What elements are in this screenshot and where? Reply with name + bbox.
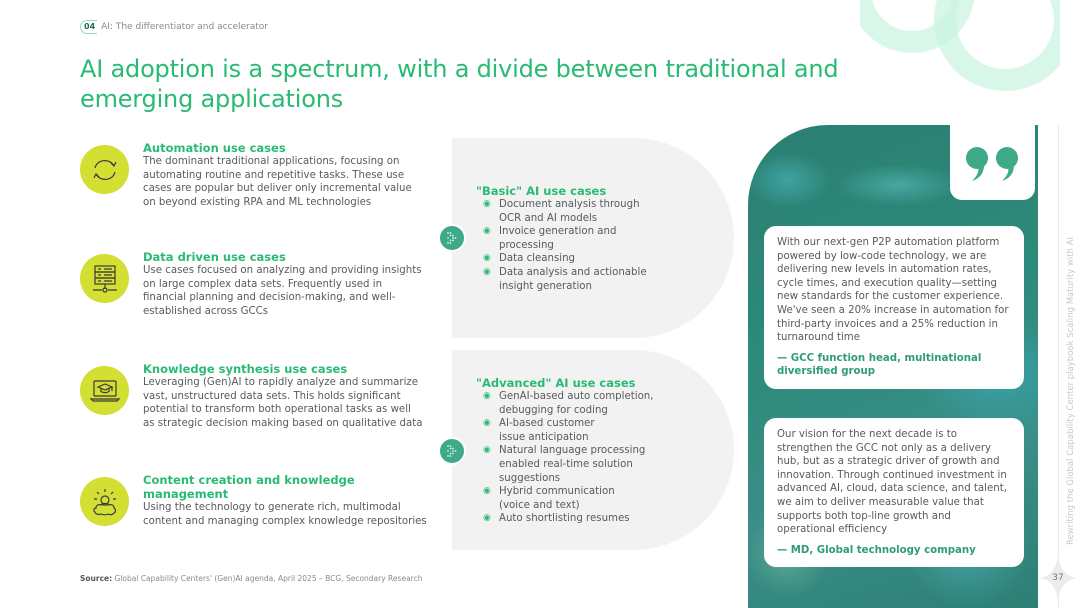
use-case-description: Using the technology to generate rich, m… [143,502,427,527]
list-item: ◉Natural language processing enabled rea… [483,445,646,484]
source-text: Global Capability Centers' (Gen)AI agend… [114,574,423,583]
target-bullet-icon: ◉ [483,226,491,237]
target-bullet-icon: ◉ [483,199,491,209]
panel-title: "Advanced" AI use cases [476,376,636,390]
basic-ai-panel: "Basic" AI use cases ◉Document analysis … [438,138,734,338]
quote-attribution: — GCC function head, multinational diver… [777,352,982,378]
sparkle-icon [1040,555,1076,601]
use-case-data-driven: Data driven use cases Use cases focused … [80,250,425,318]
use-case-title: Knowledge synthesis use cases [143,362,348,376]
target-bullet-icon: ◉ [483,391,491,401]
quote-icon [965,146,1018,181]
quote-text: Our vision for the next decade is to str… [777,429,1007,536]
target-bullet-icon: ◉ [483,253,491,264]
list-item: ◉Hybrid communication (voice and text) [483,486,615,511]
breadcrumb: 04 AI: The differentiator and accelerato… [80,20,268,34]
document-running-title: Rewriting the Global Capability Center p… [1066,237,1076,545]
target-bullet-icon: ◉ [483,266,491,277]
decorative-rings [860,0,1060,91]
page-number-badge: 37 [1040,555,1076,601]
quote-text: With our next-gen P2P automation platfor… [777,237,1009,344]
target-bullet-icon: ◉ [483,445,491,456]
source-label: Source: [80,574,113,583]
use-case-automation: Automation use cases The dominant tradit… [80,141,425,209]
use-case-title: Content creation and knowledge managemen… [143,473,355,501]
list-item: ◉Auto shortlisting resumes [483,513,630,525]
panel-title: "Basic" AI use cases [476,184,607,198]
use-case-description: Use cases focused on analyzing and provi… [143,265,422,317]
target-bullet-icon: ◉ [483,513,491,524]
list-item: ◉GenAI-based auto completion, debugging … [483,391,654,416]
advanced-use-case-list: ◉GenAI-based auto completion, debugging … [483,390,659,526]
target-bullet-icon: ◉ [483,418,491,429]
source-note: Source: Global Capability Centers' (Gen)… [80,574,422,583]
quote-card-1: With our next-gen P2P automation platfor… [764,226,1024,389]
server-network-icon [80,254,129,303]
quote-card-2: Our vision for the next decade is to str… [764,418,1024,568]
list-item: ◉Data analysis and actionable insight ge… [483,266,647,292]
list-item: ◉Document analysis through OCR and AI mo… [483,199,640,224]
use-case-title: Data driven use cases [143,250,286,264]
use-case-description: Leveraging (Gen)AI to rapidly analyze an… [143,377,423,429]
section-label: AI: The differentiator and accelerator [101,22,269,32]
chapter-number: 04 [80,20,98,34]
page-number: 37 [1052,573,1064,583]
page-title: AI adoption is a spectrum, with a divide… [80,55,839,113]
use-case-knowledge-synthesis: Knowledge synthesis use cases Leveraging… [80,362,425,430]
quote-attribution: — MD, Global technology company [777,544,976,556]
lightbulb-brain-icon [80,477,129,526]
target-bullet-icon: ◉ [483,486,491,497]
quote-mark-box [950,125,1035,200]
laptop-graduation-cap-icon [80,366,129,415]
arrow-dots-icon [438,224,466,252]
use-case-content-creation: Content creation and knowledge managemen… [80,473,440,528]
advanced-ai-panel: "Advanced" AI use cases ◉GenAI-based aut… [438,350,734,550]
list-item: ◉Data cleansing [483,253,576,265]
side-divider [1058,125,1059,608]
list-item: ◉Invoice generation and processing [483,226,617,251]
arrow-dots-icon [438,437,466,465]
list-item: ◉AI-based customer issue anticipation [483,418,595,443]
use-case-description: The dominant traditional applications, f… [143,156,412,208]
use-case-title: Automation use cases [143,141,286,155]
refresh-cycle-icon [80,145,129,194]
basic-use-case-list: ◉Document analysis through OCR and AI mo… [483,198,659,293]
